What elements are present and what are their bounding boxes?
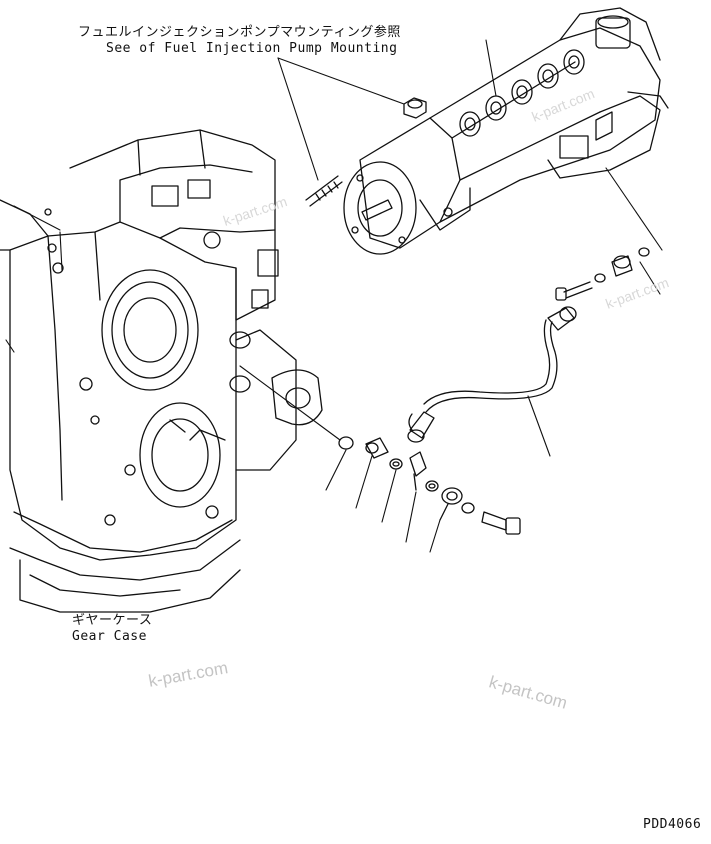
leader-lines [5, 39, 663, 553]
gear-case-jp-label: ギヤーケース [72, 613, 153, 628]
upper-bolt-drawing [555, 281, 593, 301]
gear-case-drawing [0, 129, 297, 613]
adapter-plate-drawing [271, 369, 323, 426]
fuel-injection-pump-drawing [343, 7, 669, 255]
lower-fittings-drawing [338, 436, 521, 535]
fuel-tube-assembly-drawing [407, 306, 577, 443]
mounting-nut-drawing [403, 97, 427, 119]
fuel-pump-reference-en-label: See of Fuel Injection Pump Mounting [106, 41, 398, 56]
fuel-pump-reference-jp-label: フュエルインジェクションポンプマウンティング参照 [78, 25, 401, 40]
drawing-code-label: PDD4066 [643, 817, 702, 832]
mounting-stud-drawing [305, 175, 343, 207]
connector-drawing [594, 247, 650, 283]
gear-case-en-label: Gear Case [72, 629, 147, 644]
